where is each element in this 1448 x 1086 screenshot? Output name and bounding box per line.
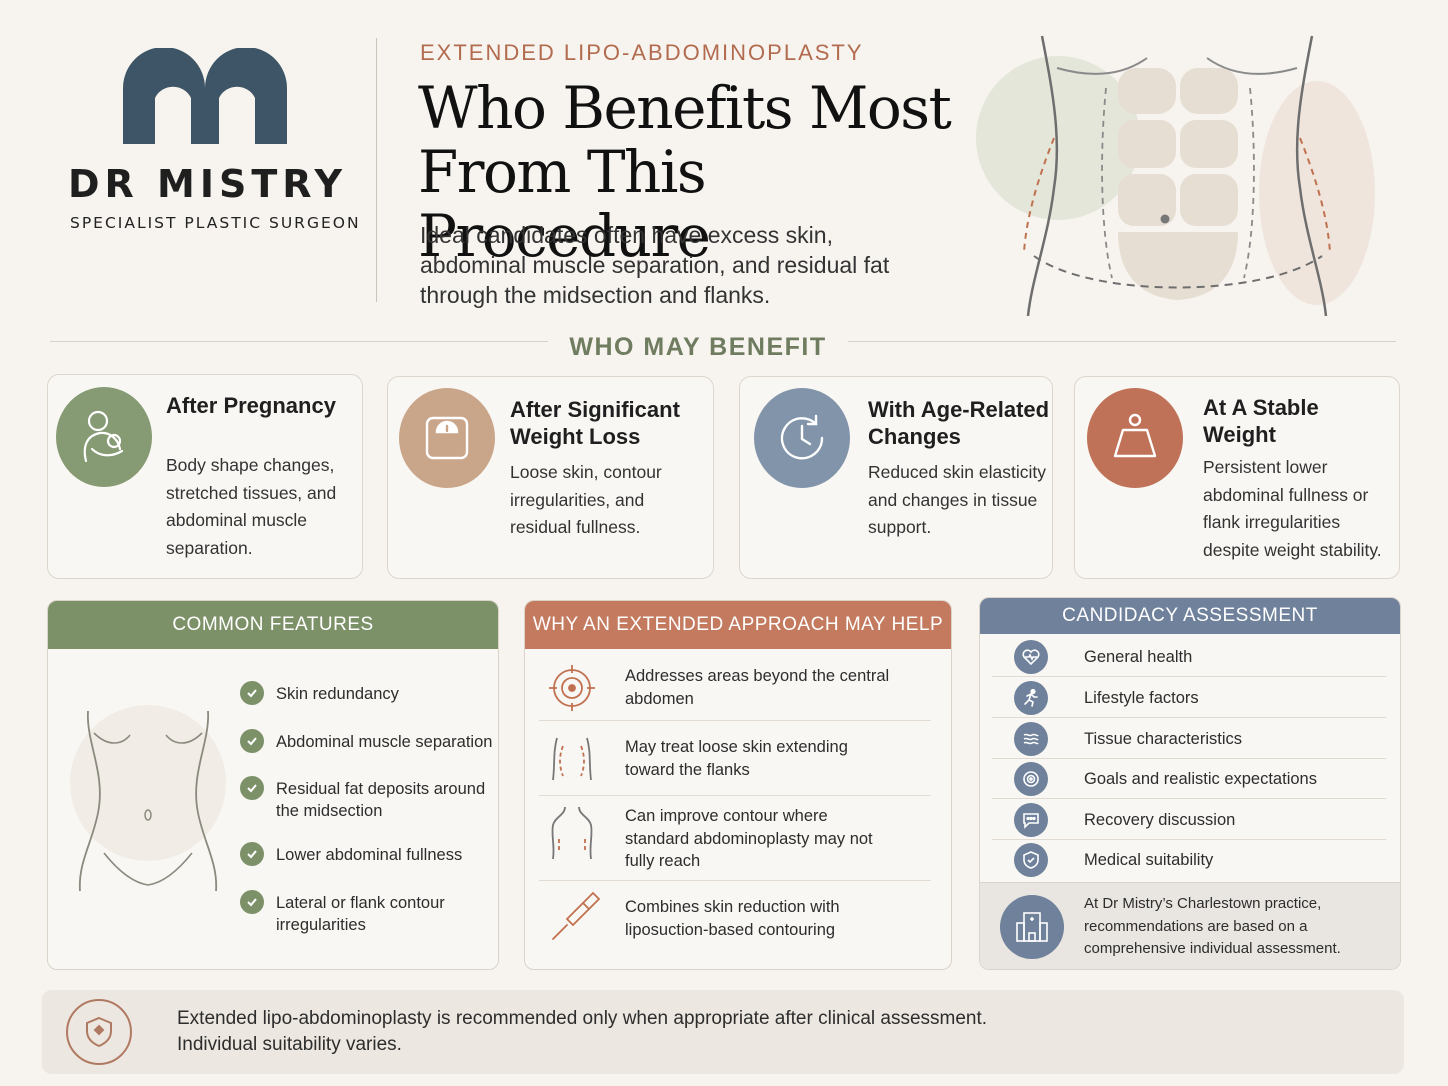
section-divider-left — [50, 341, 548, 342]
candidacy-note-text: At Dr Mistry’s Charlestown practice, rec… — [1084, 895, 1341, 957]
disclaimer-footer: Extended lipo-abdominoplasty is recommen… — [42, 990, 1404, 1074]
card-title: After Significant Weight Loss — [510, 397, 680, 449]
shield-check-icon — [1014, 843, 1048, 877]
benefit-card-pregnancy: After Pregnancy Body shape changes, stre… — [47, 374, 363, 579]
brand-tagline: SPECIALIST PLASTIC SURGEON — [70, 214, 361, 232]
disclaimer-line-1: Extended lipo-abdominoplasty is recommen… — [177, 1008, 988, 1029]
row-divider — [539, 880, 931, 881]
candidacy-item: Tissue characteristics — [992, 719, 1386, 759]
common-features-panel: COMMON FEATURES Skin redundancy Abdomina… — [47, 600, 499, 970]
checkmark-icon — [240, 776, 264, 800]
candidacy-item: Lifestyle factors — [992, 678, 1386, 718]
card-body: Body shape changes, stretched tissues, a… — [166, 455, 337, 558]
disclaimer-line-2: Individual suitability varies. — [177, 1034, 402, 1055]
disclaimer-text: Extended lipo-abdominoplasty is recommen… — [177, 1006, 987, 1058]
row-divider — [992, 717, 1386, 718]
feature-item: Lower abdominal fullness — [240, 842, 496, 866]
card-title: With Age-Related Changes — [868, 397, 1050, 449]
feature-text: Lateral or flank contour irregularities — [276, 894, 445, 934]
brand-logo: DR MISTRY SPECIALIST PLASTIC SURGEON — [60, 48, 360, 248]
checkmark-icon — [240, 842, 264, 866]
row-divider — [992, 676, 1386, 677]
candidacy-item: Goals and realistic expectations — [992, 759, 1386, 799]
mother-baby-icon — [56, 387, 152, 487]
card-body: Reduced skin elasticity and changes in t… — [868, 462, 1046, 537]
feature-text: Lower abdominal fullness — [276, 846, 463, 864]
candidacy-text: General health — [1084, 647, 1193, 666]
m-monogram-icon — [123, 48, 287, 144]
runner-icon — [1014, 681, 1048, 715]
card-body: Persistent lower abdominal fullness or f… — [1203, 457, 1382, 560]
candidacy-text: Medical suitability — [1084, 850, 1214, 869]
section-title: WHO MAY BENEFIT — [569, 333, 827, 361]
panel-heading: CANDIDACY ASSESSMENT — [980, 598, 1400, 634]
page-title: Who Benefits Most From This Procedure — [418, 74, 952, 270]
clock-icon — [754, 388, 850, 488]
feature-text: Abdominal muscle separation — [276, 733, 493, 751]
checkmark-icon — [240, 890, 264, 914]
candidacy-text: Lifestyle factors — [1084, 688, 1199, 707]
back-contour-icon — [551, 806, 593, 860]
card-title: At A Stable Weight — [1203, 395, 1319, 447]
candidacy-item: General health — [992, 637, 1386, 677]
card-title: After Pregnancy — [166, 393, 336, 418]
tissue-waves-icon — [1014, 722, 1048, 756]
cannula-icon — [552, 891, 601, 940]
checkmark-icon — [240, 729, 264, 753]
panel-heading: COMMON FEATURES — [48, 601, 498, 649]
feature-item: Residual fat deposits around the midsect… — [240, 776, 496, 822]
feature-item: Abdominal muscle separation — [240, 729, 496, 753]
target-goal-icon — [1014, 762, 1048, 796]
row-divider — [992, 758, 1386, 759]
chat-icon — [1014, 803, 1048, 837]
candidacy-text: Tissue characteristics — [1084, 729, 1243, 748]
weight-icon — [1087, 388, 1183, 488]
feature-text: Skin redundancy — [276, 685, 399, 703]
flank-icon — [552, 737, 592, 781]
candidacy-text: Goals and realistic expectations — [1084, 769, 1317, 788]
benefit-card-age: With Age-Related Changes Reduced skin el… — [739, 376, 1053, 579]
candidacy-item: Medical suitability — [992, 840, 1386, 880]
benefit-card-stable-weight: At A Stable Weight Persistent lower abdo… — [1074, 376, 1400, 579]
section-divider-right — [848, 341, 1396, 342]
why-text: Addresses areas beyond the central abdom… — [625, 667, 890, 708]
benefit-card-weight-loss: After Significant Weight Loss Loose skin… — [387, 376, 714, 579]
torso-illustration — [976, 35, 1375, 317]
shield-icon — [66, 999, 132, 1065]
checkmark-icon — [240, 681, 264, 705]
panel-heading: WHY AN EXTENDED APPROACH MAY HELP — [525, 601, 951, 649]
target-icon — [549, 665, 595, 711]
feature-item: Lateral or flank contour irregularities — [240, 890, 496, 936]
why-text: May treat loose skin extending toward th… — [625, 738, 848, 779]
hero-subtitle: Ideal candidates often have excess skin,… — [420, 222, 890, 308]
candidacy-note: At Dr Mistry’s Charlestown practice, rec… — [980, 882, 1400, 969]
row-divider — [539, 720, 931, 721]
why-extended-panel: WHY AN EXTENDED APPROACH MAY HELP Addres… — [524, 600, 952, 970]
candidacy-item: Recovery discussion — [992, 800, 1386, 840]
heart-pulse-icon — [1014, 640, 1048, 674]
card-body: Loose skin, contour irregularities, and … — [510, 462, 662, 537]
feature-item: Skin redundancy — [240, 681, 496, 705]
header-divider — [376, 38, 377, 302]
scale-icon — [399, 388, 495, 488]
row-divider — [992, 839, 1386, 840]
candidacy-text: Recovery discussion — [1084, 810, 1236, 829]
feature-text: Residual fat deposits around the midsect… — [276, 780, 486, 820]
row-divider — [992, 798, 1386, 799]
body-outline-icon — [70, 705, 226, 892]
building-icon — [1000, 895, 1064, 959]
why-text: Can improve contour where standard abdom… — [625, 807, 873, 870]
hero-eyebrow: EXTENDED LIPO-ABDOMINOPLASTY — [420, 40, 864, 65]
candidacy-panel: CANDIDACY ASSESSMENT General health Life… — [979, 597, 1401, 970]
brand-name: DR MISTRY — [68, 162, 347, 206]
row-divider — [539, 795, 931, 796]
why-text: Combines skin reduction with liposuction… — [625, 898, 840, 939]
